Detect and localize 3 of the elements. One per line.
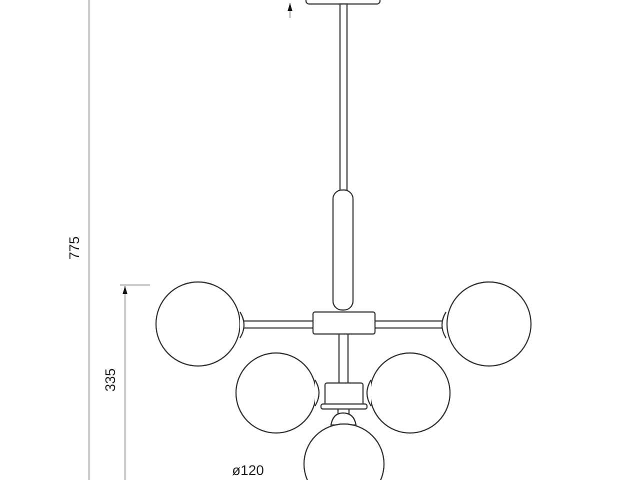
dimension-label: ø120 bbox=[232, 463, 264, 477]
dimension-label: 775 bbox=[67, 236, 81, 260]
dimension-label: 335 bbox=[103, 368, 117, 392]
